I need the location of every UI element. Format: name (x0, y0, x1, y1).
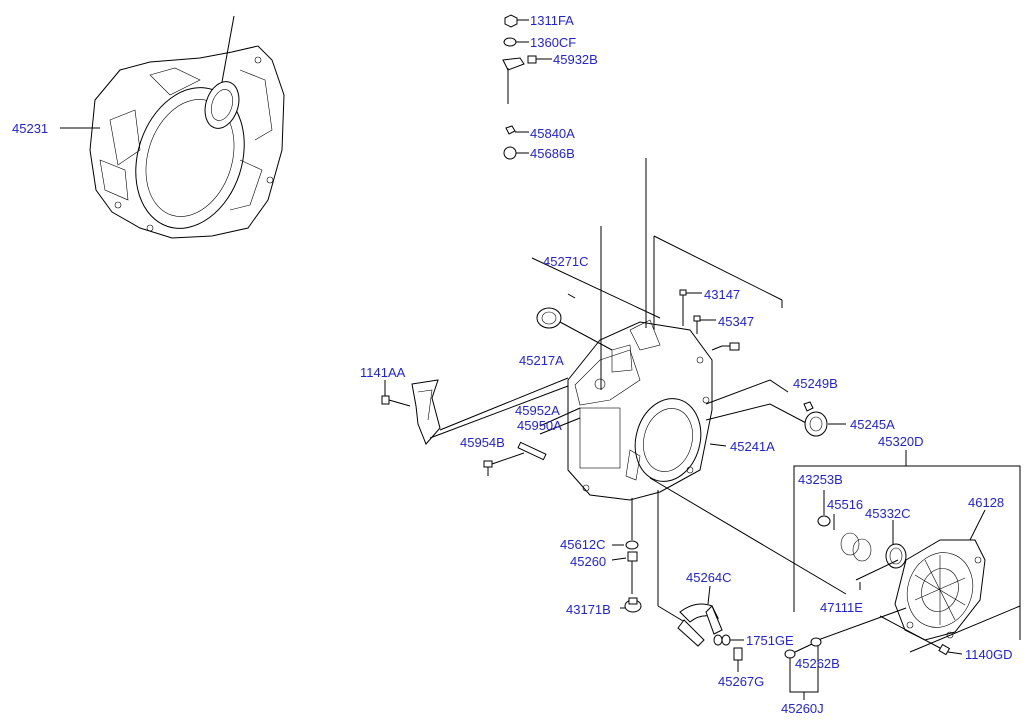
label-45267G[interactable]: 45267G (718, 674, 764, 689)
label-45262B[interactable]: 45262B (795, 656, 840, 671)
label-45516[interactable]: 45516 (827, 497, 863, 512)
bolt-45954B-drawing (483, 460, 493, 476)
transaxle-case-45241A-drawing (567, 319, 713, 501)
leader-47111E (649, 477, 847, 595)
label-47111E[interactable]: 47111E (820, 600, 863, 615)
hose-45264C-drawing (677, 603, 723, 647)
plug-43171B-drawing (624, 597, 642, 613)
bolt-43147-drawing (679, 289, 687, 326)
plug-43253B-drawing (817, 515, 831, 527)
washer-45612C-drawing (625, 540, 639, 550)
label-45249B[interactable]: 45249B (793, 376, 838, 391)
label-45260[interactable]: 45260 (570, 554, 606, 569)
label-45954B[interactable]: 45954B (460, 435, 505, 450)
label-1311FA[interactable]: 1311FA (530, 13, 574, 28)
guard-plate-drawing (411, 379, 441, 445)
label-43147[interactable]: 43147 (704, 287, 740, 302)
label-45612C[interactable]: 45612C (560, 537, 606, 552)
label-45840A[interactable]: 45840A (530, 126, 575, 141)
small-parts-top (502, 14, 537, 160)
label-45332C[interactable]: 45332C (865, 506, 911, 521)
label-45347[interactable]: 45347 (718, 314, 754, 329)
transaxle-housing-45231-drawing (89, 45, 285, 239)
label-45241A[interactable]: 45241A (730, 439, 775, 454)
seal-45245A-drawing (804, 411, 828, 437)
label-45245A[interactable]: 45245A (850, 417, 895, 432)
filter-45332C-drawing (885, 543, 907, 569)
leader-upper-right-bracket (653, 235, 783, 301)
label-1360CF[interactable]: 1360CF (530, 35, 576, 50)
label-1141AA[interactable]: 1141AA (360, 365, 406, 380)
label-45264C[interactable]: 45264C (686, 570, 732, 585)
leader-45271C (531, 257, 661, 319)
plug-45249B-drawing (803, 401, 814, 412)
leader-45241A (709, 443, 727, 447)
bolt-1141AA-drawing (381, 395, 411, 407)
pin-45347-drawing (693, 315, 701, 334)
label-45271C[interactable]: 45271C (543, 254, 589, 269)
label-45260J[interactable]: 45260J (781, 701, 824, 716)
leader-45245A-upper (705, 403, 809, 425)
bracket-45320D (793, 465, 1021, 640)
plug-45260-drawing (627, 551, 638, 562)
label-1751GE[interactable]: 1751GE (746, 633, 794, 648)
leader-45249B (705, 379, 789, 405)
label-1140GD[interactable]: 1140GD (965, 647, 1012, 662)
leader-housing-top (221, 15, 235, 83)
label-45686B[interactable]: 45686B (530, 146, 575, 161)
seal-45217A-drawing (536, 307, 562, 329)
fitting-45262B-drawing (784, 637, 822, 659)
label-45950A[interactable]: 45950A (517, 418, 562, 433)
label-45320D[interactable]: 45320D (878, 434, 924, 449)
bolt-1140GD-drawing (938, 643, 951, 656)
bolt-45267G-drawing (733, 647, 743, 661)
label-45217A[interactable]: 45217A (519, 353, 564, 368)
o-rings-45516-drawing (840, 532, 872, 562)
bolt-small-right-drawing (722, 342, 740, 351)
label-45231[interactable]: 45231 (12, 121, 48, 136)
cover-46128-drawing (894, 539, 986, 641)
label-43171B[interactable]: 43171B (566, 602, 611, 617)
shift-rod-45950A-drawing (517, 441, 547, 461)
clamp-1751GE-drawing (713, 634, 731, 646)
label-46128[interactable]: 46128 (968, 495, 1004, 510)
label-43253B[interactable]: 43253B (798, 472, 843, 487)
label-45932B[interactable]: 45932B (553, 52, 598, 67)
label-45952A[interactable]: 45952A (515, 403, 560, 418)
